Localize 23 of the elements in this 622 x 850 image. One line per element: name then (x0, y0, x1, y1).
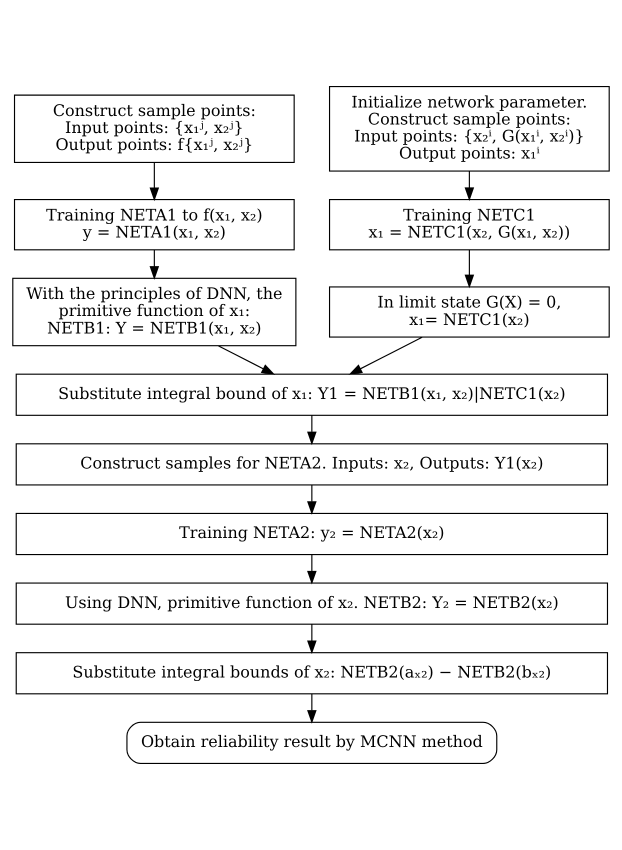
node-box: With the principles of DNN, the primitive function of x₁: NETB1: Y = NETB1(x₁, x₂) (12, 278, 296, 346)
arrow (464, 250, 474, 288)
arrow (307, 554, 317, 585)
node-box: Using DNN, primitive function of x₂. NETB2: Y₂ = NETB2(x₂) (16, 582, 608, 625)
node-box: Construct samples for NETA2. Inputs: x₂, Outputs: Y1(x₂) (16, 443, 608, 486)
node-box: Training NETA2: y₂ = NETA2(x₂) (16, 512, 608, 556)
node-box: Substitute integral bound of x₁: Y1 = NETB1(x₁, x₂)|NETC1(x₂) (16, 374, 608, 416)
arrow (150, 162, 160, 202)
arrow (307, 485, 317, 515)
node-box: Construct sample points: Input points: {x₁ʲ, x₂ʲ} Output points: f{x₁ʲ, x₂ʲ} (14, 94, 295, 164)
arrow (150, 250, 160, 280)
arrow (348, 336, 422, 375)
arrow (307, 694, 317, 724)
node-box: Obtain reliability result by MCNN method (126, 722, 498, 764)
node-box: Initialize network parameter. Construct sample points: Input points: {x₂ⁱ, G(x₁ⁱ, x₂ⁱ)} Output points: x₁ⁱ (328, 86, 610, 172)
arrow (307, 624, 317, 654)
arrow (464, 171, 474, 202)
node-box: Training NETA1 to f(x₁, x₂) y = NETA1(x₁, x₂) (14, 199, 295, 250)
arrow (307, 415, 317, 446)
arrow (218, 345, 276, 375)
node-box: Training NETC1 x₁ = NETC1(x₂, G(x₁, x₂)) (328, 199, 610, 250)
node-box: In limit state G(X) = 0, x₁= NETC1(x₂) (328, 286, 610, 338)
node-box: Substitute integral bounds of x₂: NETB2(aₓ₂) − NETB2(bₓ₂) (16, 652, 608, 694)
